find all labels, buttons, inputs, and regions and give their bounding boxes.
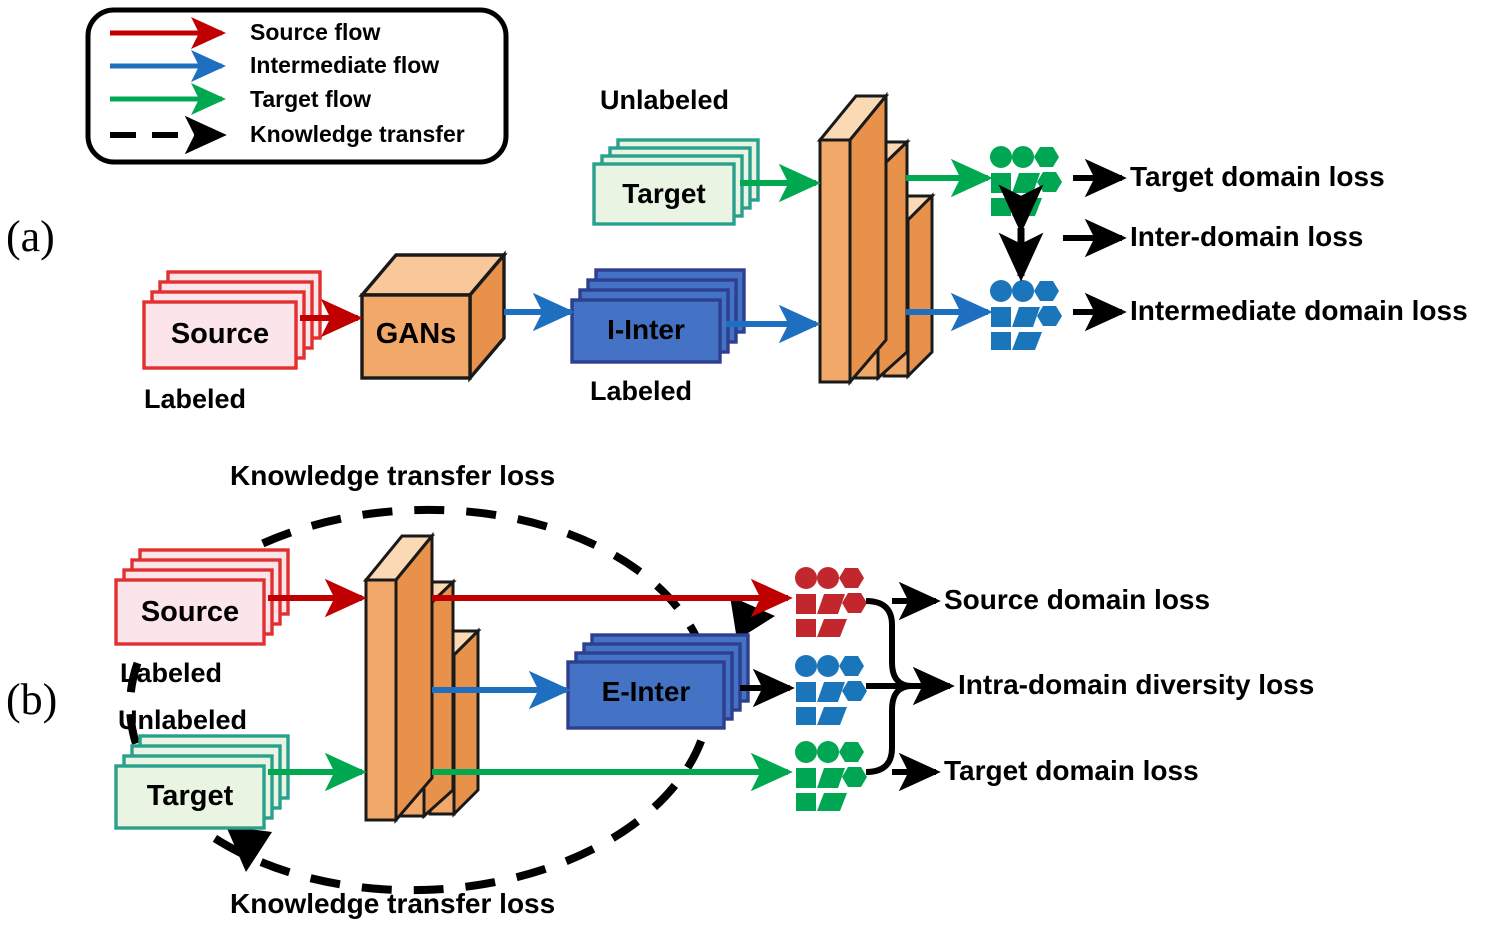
panel-a-loss-inter: Inter-domain loss [1130,221,1364,252]
panel-b-target-stack [114,734,290,830]
panel-a-network [816,91,936,387]
panel-a-mark: (a) [6,212,55,261]
panel-a-source-caption: Labeled [144,384,247,414]
panel-b-knowledge-transfer-top: Knowledge transfer loss [230,460,556,491]
panel-b-target-label: Target [146,780,234,812]
flow-legend-box [85,7,509,165]
panel-b-mark: (b) [6,675,58,724]
panel-b-target-cluster-icon [795,741,867,811]
panel-b-source-label: Source [140,596,240,628]
panel-a-loss-target: Target domain loss [1130,161,1385,192]
panel-a-intermediate-cluster-icon [990,280,1062,350]
panel-a-target-caption: Unlabeled [600,85,730,115]
panel-a-source-stack [142,270,322,370]
panel-b-source-cluster-icon [795,567,867,637]
panel-a-target-label: Target [622,178,706,209]
panel-b-source-stack [114,548,290,646]
panel-a-gans-label: GANs [375,318,457,350]
panel-b-einter-stack [566,633,750,730]
panel-b-knowledge-transfer-bottom: Knowledge transfer loss [230,888,556,919]
legend-label-target-flow: Target flow [250,86,371,112]
panel-b-loss-target: Target domain loss [944,755,1199,786]
panel-b-loss-intra: Intra-domain diversity loss [958,669,1315,700]
panel-b-network [362,531,482,825]
panel-a-target-stack [592,138,760,226]
legend-label-source-flow: Source flow [250,19,381,45]
panel-a-target-cluster-icon [990,146,1062,216]
panel-a-source-label: Source [170,318,270,350]
panel-b-target-caption: Unlabeled [118,705,248,735]
panel-a-iinter-label: I-Inter [607,314,685,345]
panel-b-einter-label: E-Inter [601,676,691,707]
panel-b-source-caption: Labeled [120,658,223,688]
panel-a-iinter-stack [570,268,746,364]
panel-a-iinter-caption: Labeled [590,376,693,406]
legend-label-intermediate-flow: Intermediate flow [250,52,440,78]
panel-b-loss-source: Source domain loss [944,584,1211,615]
panel-a-loss-intermediate: Intermediate domain loss [1130,295,1468,326]
panel-b-intermediate-cluster-icon [795,655,867,725]
legend-label-knowledge-transfer: Knowledge transfer [250,121,465,147]
panel-a-gans-cube [358,250,508,383]
